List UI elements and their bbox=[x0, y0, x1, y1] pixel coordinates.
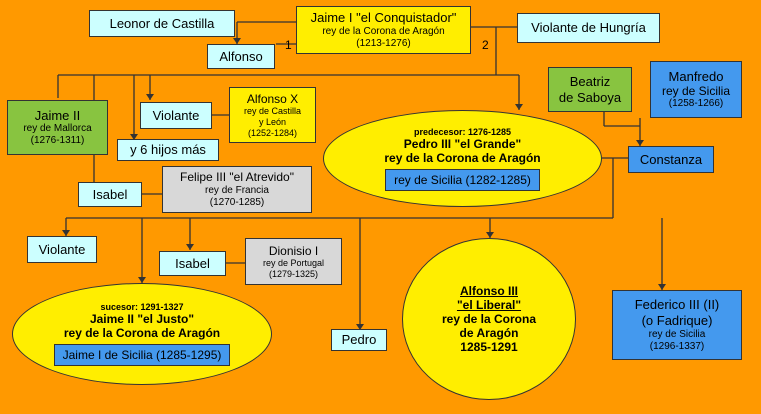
marriage-number-2: 2 bbox=[482, 38, 489, 52]
node-alfonso: Alfonso bbox=[207, 44, 275, 69]
jaime-sicilia-badge: Jaime I de Sicilia (1285-1295) bbox=[53, 344, 231, 366]
node-dionisio-i: Dionisio I rey de Portugal (1279-1325) bbox=[245, 238, 342, 285]
node-jaime-ii-mallorca: Jaime II rey de Mallorca (1276-1311) bbox=[7, 100, 108, 155]
node-federico-iii: Federico III (II) (o Fadrique) rey de Si… bbox=[612, 290, 742, 360]
node-violante: Violante bbox=[140, 102, 212, 129]
node-manfredo: Manfredo rey de Sicilia (1258-1266) bbox=[650, 61, 742, 118]
node-isabel: Isabel bbox=[78, 182, 142, 207]
node-constanza: Constanza bbox=[628, 146, 714, 173]
marriage-number-1: 1 bbox=[285, 38, 292, 52]
node-beatriz-de-saboya: Beatriz de Saboya bbox=[548, 67, 632, 112]
node-alfonso-x: Alfonso X rey de Castilla y León (1252-1… bbox=[229, 87, 316, 143]
node-alfonso-iii: Alfonso III "el Liberal" rey de la Coron… bbox=[402, 238, 576, 400]
node-jaime-ii: sucesor: 1291-1327 Jaime II "el Justo" r… bbox=[12, 283, 272, 385]
node-felipe-iii: Felipe III "el Atrevido" rey de Francia … bbox=[162, 166, 312, 213]
node-violante-2: Violante bbox=[27, 236, 97, 263]
node-isabel-2: Isabel bbox=[159, 251, 226, 276]
pedro-sicilia-badge: rey de Sicilia (1282-1285) bbox=[385, 168, 540, 191]
node-seis-hijos-mas: y 6 hijos más bbox=[117, 139, 219, 161]
node-pedro: Pedro bbox=[331, 329, 387, 351]
node-violante-de-hungria: Violante de Hungría bbox=[517, 13, 660, 43]
node-pedro-iii: predecesor: 1276-1285 Pedro III "el Gran… bbox=[323, 110, 602, 207]
node-jaime-i: Jaime I "el Conquistador" rey de la Coro… bbox=[296, 6, 471, 54]
node-leonor-de-castilla: Leonor de Castilla bbox=[89, 10, 235, 37]
